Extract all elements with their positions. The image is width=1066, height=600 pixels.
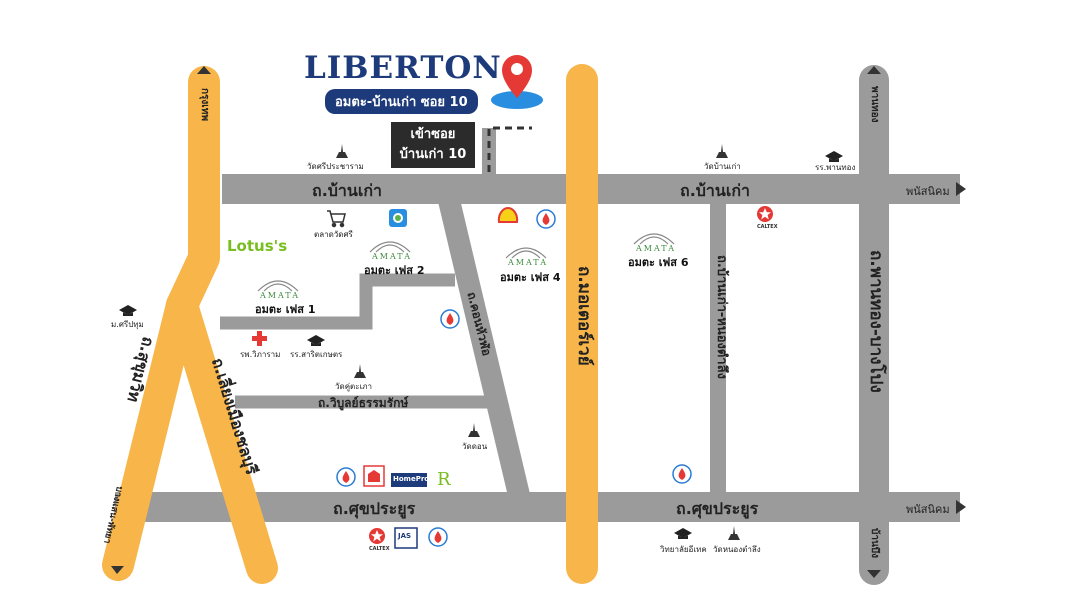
place-sripatum: ม.ศรีปทุม	[111, 320, 144, 329]
entrance-box: เข้าซอย บ้านเก่า 10	[391, 122, 475, 168]
amata-text-p2: AMATA	[372, 252, 412, 261]
amata-text-p4: AMATA	[508, 258, 548, 267]
place-wat-nong-tamlueng: วัดหนองตำลึง	[713, 545, 761, 554]
direction-arrows	[111, 66, 966, 578]
temple-icons	[336, 144, 740, 540]
amata-logo-icon	[633, 233, 675, 245]
direction-phanat-top: พนัสนิคม	[906, 185, 950, 198]
temple-icon	[354, 364, 366, 378]
road-label-phan-thong-bang-pong: ถ.พานทอง-บางโปง	[866, 250, 886, 393]
graduation-cap-icon	[825, 151, 843, 162]
road-label-ban-kao-nong-tamlueng: ถ.บ้านเก่า-หนองตำลึง	[714, 255, 729, 379]
road-label-wibun: ถ.วิบูลย์ธรรมรักษ์	[318, 396, 409, 410]
phase-2-label: อมตะ เฟส 2	[364, 264, 425, 277]
road-phase1-soi	[220, 273, 455, 330]
amata-logo-icon	[369, 241, 411, 253]
entrance-line1: เข้าซอย	[410, 127, 456, 142]
arrow-right-bottom-icon	[956, 500, 966, 514]
road-khon-hua-lo	[436, 189, 530, 498]
graduation-cap-icon	[674, 528, 692, 539]
amata-logos	[257, 233, 675, 292]
jas-label: JAS	[398, 532, 412, 540]
entrance-line2: บ้านเก่า 10	[399, 147, 467, 162]
place-wat-don: วัดดอน	[462, 442, 488, 451]
caltex-label-bottom: CALTEX	[369, 546, 390, 552]
amata-logo-icon	[257, 280, 299, 292]
arrow-up-left-icon	[197, 66, 211, 74]
store-logo-icon	[363, 465, 385, 487]
phase-6-label: อมตะ เฟส 6	[628, 256, 689, 269]
place-phan-thong-school: รร.พานทอง	[815, 163, 856, 172]
shopping-cart-icon	[327, 210, 346, 228]
arrow-right-top-icon	[956, 182, 966, 196]
project-subtitle: อมตะ-บ้านเก่า ซอย 10	[325, 89, 478, 114]
temple-icon	[728, 526, 740, 540]
homepro-logo-icon	[391, 473, 427, 487]
direction-bangkok: กรุงเทพ	[199, 88, 210, 121]
caltex-logo-icon	[757, 206, 773, 222]
amata-text-p6: AMATA	[636, 244, 676, 253]
ptt-drop-icon	[428, 527, 448, 547]
bank-logo-icon	[389, 209, 407, 227]
location-pin-icon	[491, 55, 543, 109]
road-label-ban-kao-left: ถ.บ้านเก่า	[312, 181, 382, 200]
temple-icon	[336, 144, 348, 158]
road-label-motorway: ถ.มอเตอร์เวย์	[574, 266, 594, 366]
ptt-drop-icon	[536, 209, 556, 229]
ptt-drop-icon	[336, 467, 356, 487]
road-liang-mueang	[166, 289, 278, 584]
road-label-sukprayoon-right: ถ.ศุขประยูร	[676, 499, 759, 518]
caltex-label-top: CALTEX	[757, 224, 778, 230]
place-wat-si-pracharam: วัดศรีประชาราม	[307, 162, 364, 171]
graduation-cap-icon	[307, 335, 325, 346]
place-hospital: รพ.วิภาราม	[240, 350, 281, 359]
road-label-sukprayoon-left: ถ.ศุขประยูร	[333, 499, 416, 518]
svg-text:R: R	[437, 469, 451, 490]
arrow-down-left-icon	[111, 566, 124, 574]
entrance-path	[487, 126, 532, 172]
school-icons	[119, 151, 843, 539]
temple-icon	[716, 144, 728, 158]
caltex-logo-icon	[369, 528, 385, 544]
direction-ban-bueng: บ้านบึง	[869, 528, 880, 559]
phase-4-label: อมตะ เฟส 4	[500, 271, 561, 284]
lotus-logo: Lotus's	[227, 237, 288, 255]
arrow-down-right-icon	[867, 570, 881, 578]
road-sukhumvit	[102, 66, 220, 581]
robinson-logo-icon: R	[437, 469, 451, 490]
project-title: LIBERTON	[304, 50, 502, 86]
ptt-icons	[336, 209, 692, 547]
place-talat-wat-si: ตลาดวัดศรี	[314, 230, 353, 239]
place-wat-khu-takao: วัดคู่ตะเภา	[335, 382, 373, 391]
direction-phan-thong: พานทอง	[869, 86, 880, 123]
ptt-drop-icon	[440, 309, 460, 329]
direction-phanat-bottom: พนัสนิคม	[906, 503, 950, 516]
orange-roads	[102, 64, 598, 584]
place-sarit-school: รร.สาริตเกษตร	[290, 350, 343, 359]
place-tech-college: วิทยาลัยอีเทค	[660, 545, 707, 554]
amata-logo-icon	[505, 247, 547, 259]
shell-logo-icon	[497, 206, 519, 223]
arrow-up-right-icon	[867, 66, 881, 74]
homepro-label: HomePro	[393, 475, 430, 483]
graduation-cap-icon	[119, 305, 137, 316]
jas-logo-icon	[394, 527, 418, 549]
amata-text-p1: AMATA	[260, 291, 300, 300]
ptt-drop-icon	[672, 464, 692, 484]
place-wat-ban-kao: วัดบ้านเก่า	[704, 162, 741, 171]
temple-icon	[468, 423, 480, 437]
hospital-cross-icon	[252, 331, 267, 346]
phase-1-label: อมตะ เฟส 1	[255, 303, 316, 316]
road-label-ban-kao-right: ถ.บ้านเก่า	[680, 181, 750, 200]
